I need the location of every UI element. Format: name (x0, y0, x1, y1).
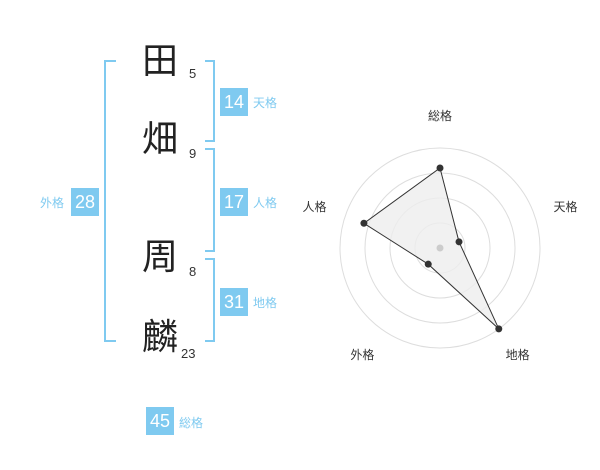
soukaku-value: 45 (146, 407, 174, 435)
jinkaku-label: 人格 (253, 196, 278, 210)
radar-point-5 (360, 219, 368, 227)
jinkaku-value: 17 (220, 188, 248, 216)
gaikaku-value: 28 (71, 188, 99, 216)
radar-point-4 (424, 260, 432, 268)
stroke-count-2: 9 (189, 146, 197, 161)
radar-axis-label-3: 地格 (506, 347, 530, 362)
chikaku-label: 地格 (253, 296, 278, 310)
gaikaku-label: 外格 (40, 196, 65, 210)
chikaku-bracket (205, 258, 215, 342)
jinkaku-bracket (205, 148, 215, 252)
radar-series-polygon (363, 167, 500, 330)
gaikaku-bracket (104, 60, 116, 342)
tenkaku-value: 14 (220, 88, 248, 116)
soukaku-label: 総格 (179, 416, 204, 430)
stroke-count-4: 23 (181, 346, 196, 361)
tenkaku-label: 天格 (253, 96, 278, 110)
kanji-char-3: 周 (141, 237, 178, 278)
radar-axis-label-1: 総格 (428, 108, 452, 123)
radar-axis-label-5: 人格 (302, 199, 326, 214)
tenkaku-bracket (205, 60, 215, 142)
kanji-char-4: 麟 (141, 317, 178, 358)
chikaku-value: 31 (220, 288, 248, 316)
radar-center-dot (436, 244, 444, 252)
kanji-char-2: 畑 (141, 119, 178, 160)
stroke-count-3: 8 (189, 264, 197, 279)
radar-point-2 (455, 238, 463, 246)
radar-point-3 (495, 325, 503, 333)
radar-point-1 (436, 164, 444, 172)
radar-axis-label-4: 外格 (350, 347, 374, 362)
radar-axis-label-2: 天格 (554, 199, 578, 214)
radar-grid-ring (339, 147, 541, 349)
stroke-count-1: 5 (189, 66, 197, 81)
kanji-char-1: 田 (141, 41, 178, 82)
